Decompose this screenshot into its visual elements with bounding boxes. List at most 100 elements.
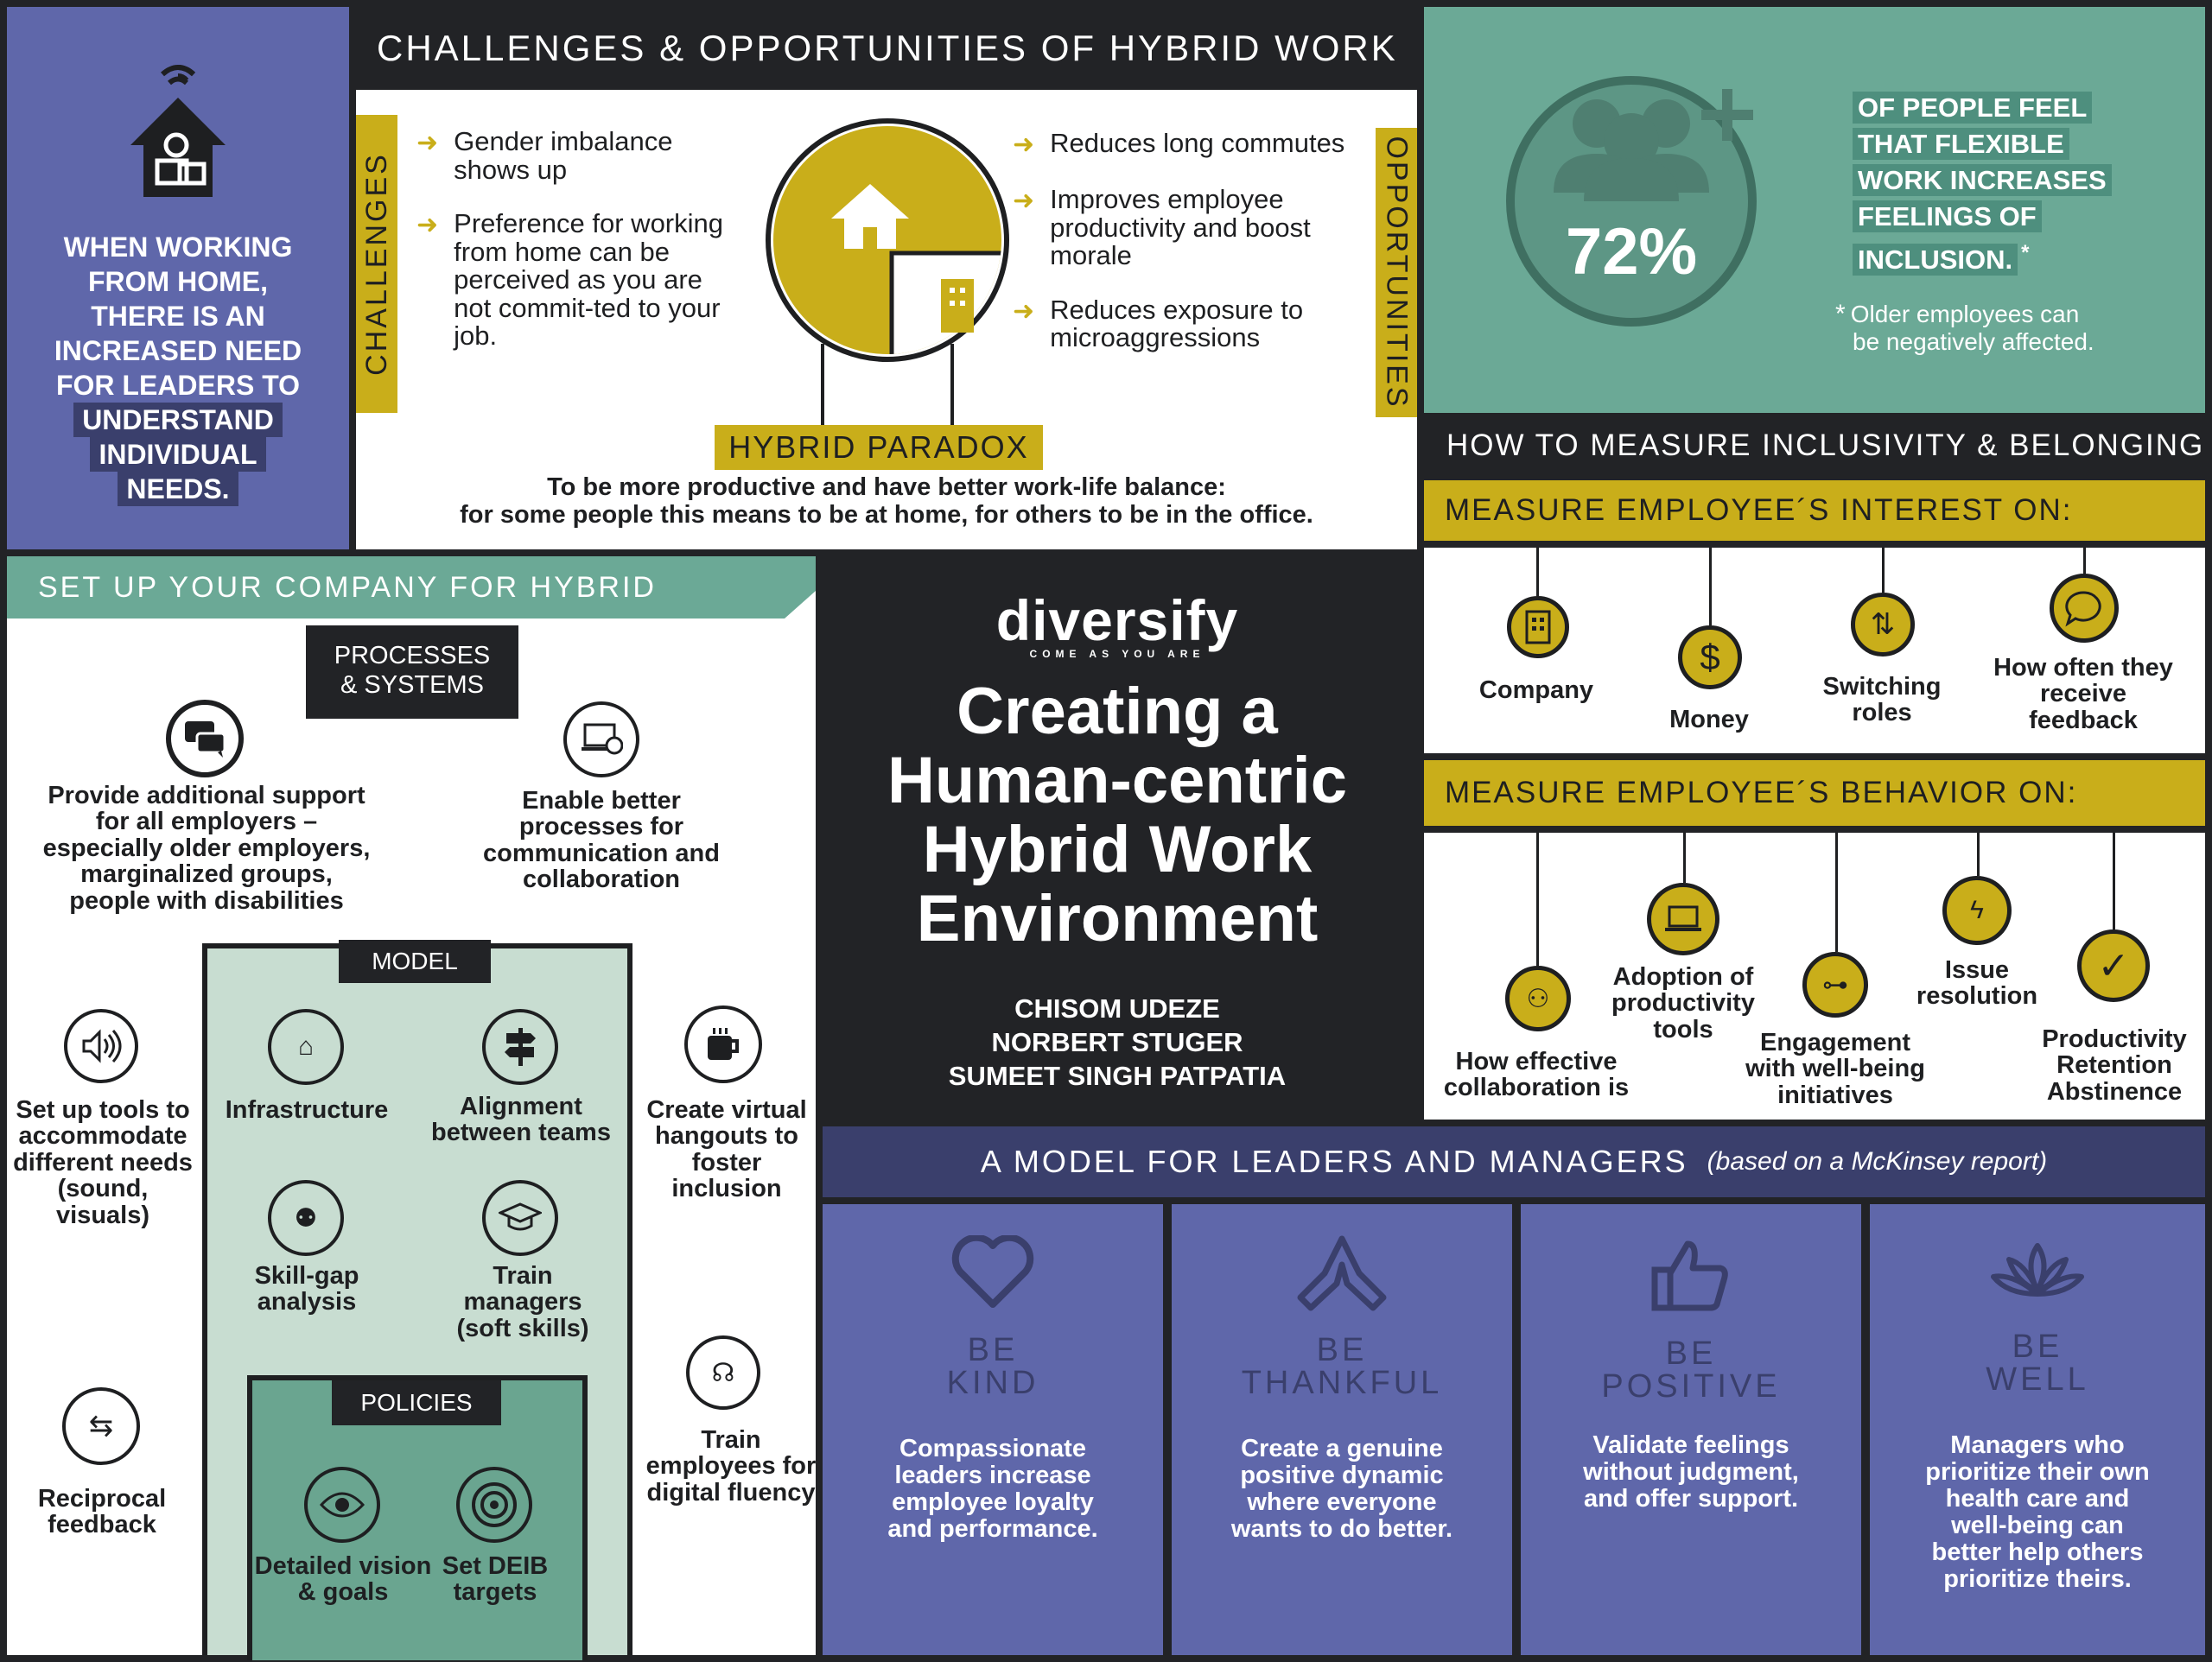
- stat-line: WORK INCREASES: [1853, 164, 2112, 196]
- lotus-icon: [1870, 1239, 2205, 1312]
- skillgap-label: Skill-gap analysis: [254, 1262, 359, 1316]
- interest-item-feedback: How often they receive feedback: [1993, 654, 2173, 734]
- opportunity-item: ➜Improves employee productivity and boos…: [1013, 184, 1311, 271]
- support-text: Provide additional support for all emplo…: [42, 782, 371, 915]
- arrow-right-icon: ➜: [416, 211, 439, 240]
- model-label: MODEL: [339, 940, 491, 983]
- arrow-right-icon: ➜: [1013, 130, 1035, 159]
- highlight-line: NEEDS.: [118, 472, 238, 506]
- infrastructure-label: Infrastructure: [225, 1096, 389, 1124]
- opportunity-item: ➜Reduces long commutes: [1013, 128, 1345, 159]
- hybrid-paradox-label: HYBRID PARADOX: [715, 425, 1043, 470]
- text-line: WHEN WORKING: [63, 232, 293, 263]
- logo-tagline: COME AS YOU ARE: [1029, 648, 1205, 660]
- processes-label: PROCESSES & SYSTEMS: [306, 625, 518, 719]
- challenges-list: ➜Gender imbalance shows up ➜Preference f…: [416, 126, 728, 352]
- thumbs-up-icon: [1521, 1235, 1861, 1317]
- stat-line: INCLUSION.: [1853, 244, 2018, 276]
- challenge-item: ➜Gender imbalance shows up: [416, 126, 673, 185]
- footnote-line: be negatively affected.: [1853, 328, 2094, 355]
- explanation-line: for some people this means to be at home…: [460, 501, 1313, 529]
- author-name: SUMEET SINGH PATPATIA: [948, 1061, 1287, 1091]
- challenges-label: CHALLENGES: [359, 152, 393, 376]
- author-name: NORBERT STUGER: [991, 1027, 1243, 1057]
- logo: diversify COME AS YOU ARE: [817, 587, 1417, 660]
- enable-text: Enable better processes for communicatio…: [483, 787, 720, 894]
- behavior-item-retention: Productivity Retention Abstinence: [2042, 1025, 2187, 1106]
- asterisk: *: [2021, 241, 2030, 264]
- opportunities-vertical-label: OPPORTUNITIES: [1376, 128, 1417, 417]
- interest-header: MEASURE EMPLOYEE´S INTEREST ON:: [1424, 480, 2205, 541]
- opportunities-label: OPPORTUNITIES: [1380, 136, 1414, 409]
- model-box: MODEL ⌂ Infrastructure Alignment between…: [202, 940, 632, 1660]
- challenges-panel: CHALLENGES & OPPORTUNITIES OF HYBRID WOR…: [356, 7, 1417, 549]
- text-line: THERE IS AN: [91, 301, 265, 332]
- stat-line: THAT FLEXIBLE: [1853, 128, 2069, 160]
- eye-icon: [304, 1467, 380, 1543]
- issue-people-icon: ϟ: [1942, 876, 2012, 945]
- stat-line: FEELINGS OF: [1853, 200, 2042, 232]
- dollar-icon: $: [1678, 625, 1742, 689]
- reciprocal-label: Reciprocal feedback: [37, 1485, 167, 1539]
- behavior-item-wellbeing: Engagement with well-being initiatives: [1745, 1029, 1925, 1109]
- setup-panel: SET UP YOUR COMPANY FOR HYBRID WORKING P…: [7, 556, 817, 1660]
- praying-hands-icon: [1172, 1230, 1512, 1317]
- speech-bubble-icon: [2050, 574, 2119, 643]
- challenges-header: CHALLENGES & OPPORTUNITIES OF HYBRID WOR…: [356, 7, 1417, 90]
- title-line: Creating a: [957, 675, 1278, 748]
- challenge-item: ➜Preference for working from home can be…: [416, 208, 724, 352]
- interest-panel: Company $ Money ⇅ Switching roles How of…: [1424, 548, 2205, 753]
- title-panel: diversify COME AS YOU ARE Creating a Hum…: [817, 556, 1417, 1120]
- text-line: FOR LEADERS TO: [55, 370, 301, 401]
- main-title: Creating a Human-centric Hybrid Work Env…: [817, 677, 1417, 954]
- behavior-item-issue-resolution: Issue resolution: [1916, 956, 2038, 1011]
- interest-item-switching-roles: Switching roles: [1822, 673, 1942, 727]
- signpost-icon: [482, 1009, 558, 1085]
- chat-icon: [166, 700, 244, 777]
- interest-item-money: Money: [1669, 706, 1749, 733]
- digital-label: Train employees for digital fluency: [645, 1426, 817, 1507]
- author-name: CHISOM UDEZE: [1014, 993, 1220, 1024]
- stat-value: 72%: [1565, 215, 1698, 289]
- footnote-line: Older employees can: [1850, 301, 2080, 327]
- setup-header: SET UP YOUR COMPANY FOR HYBRID WORKING: [7, 556, 816, 666]
- logo-wordmark: diversify: [995, 588, 1239, 652]
- deib-label: Set DEIB targets: [442, 1552, 549, 1607]
- model-subheader: (based on a McKinsey report): [1707, 1147, 2048, 1176]
- reciprocal-feedback-icon: ⇆: [62, 1387, 140, 1465]
- arrow-right-icon: ➜: [1013, 187, 1035, 215]
- model-header-text: A MODEL FOR LEADERS AND MANAGERS: [980, 1144, 1688, 1179]
- card-text: Compassionate leaders increase employee …: [887, 1435, 1098, 1543]
- paradox-explanation: To be more productive and have better wo…: [356, 473, 1417, 529]
- text-line: FROM HOME,: [88, 266, 268, 297]
- behavior-item-collaboration: How effective collaboration is: [1443, 1048, 1630, 1102]
- title-line: Hybrid Work: [922, 813, 1313, 886]
- top-left-panel: WHEN WORKING FROM HOME, THERE IS AN INCR…: [7, 7, 349, 549]
- switch-arrows-icon: ⇅: [1851, 593, 1915, 657]
- tools-text: Set up tools to accommodate different ne…: [13, 1096, 193, 1229]
- explanation-line: To be more productive and have better wo…: [547, 473, 1226, 501]
- text-line: INCREASED NEED: [54, 335, 302, 366]
- infrastructure-icon: ⌂: [268, 1009, 344, 1085]
- laptop-chat-icon: [563, 701, 639, 777]
- laptop-icon: [1647, 883, 1719, 955]
- hybrid-paradox-graphic: [749, 102, 1026, 447]
- title-line: Environment: [916, 882, 1319, 955]
- home-user-icon: [126, 59, 230, 206]
- asterisk: *: [1835, 300, 1846, 328]
- policies-box: POLICIES Detailed vision & goals Set DEI…: [247, 1375, 588, 1660]
- heart-icon: [823, 1234, 1163, 1314]
- arrow-right-icon: ➜: [416, 129, 439, 157]
- highlight-line: INDIVIDUAL: [90, 437, 266, 472]
- hangouts-label: Create virtual hangouts to foster inclus…: [646, 1096, 807, 1203]
- stat-panel: 72% OF PEOPLE FEEL THAT FLEXIBLE WORK IN…: [1424, 7, 2205, 413]
- people-group-icon: [1502, 72, 1761, 331]
- stat-footnote: *Older employees can be negatively affec…: [1835, 301, 2198, 356]
- challenges-vertical-label: CHALLENGES: [356, 115, 397, 413]
- card-text: Create a genuine positive dynamic where …: [1230, 1435, 1453, 1543]
